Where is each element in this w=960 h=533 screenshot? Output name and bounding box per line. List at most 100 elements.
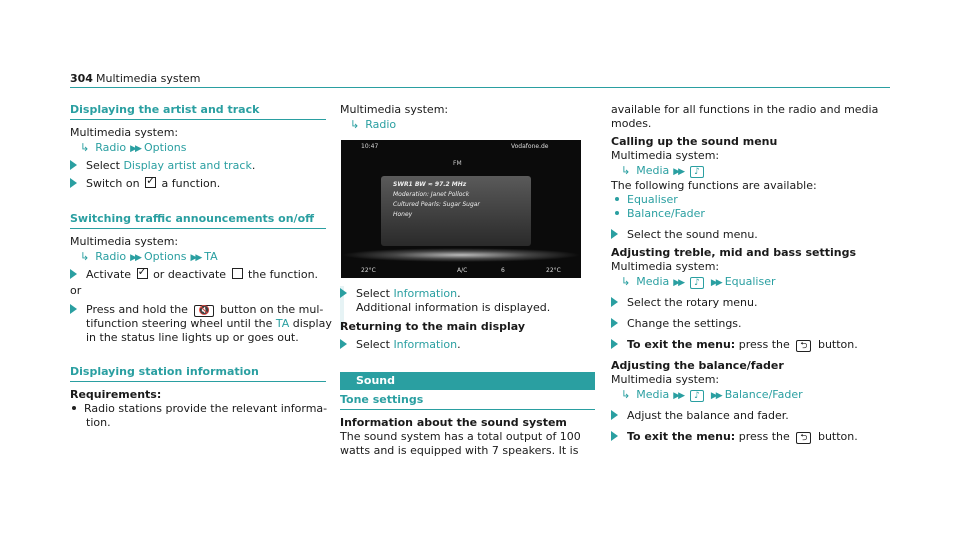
path-balance-fader[interactable]: Balance/Fader [724, 388, 803, 401]
step: Adjust the balance and fader. [611, 409, 789, 423]
step: Select the rotary menu. [611, 296, 758, 310]
step: To exit the menu: press the ⮌ button. [611, 338, 858, 352]
back-button-icon: ⮌ [796, 340, 812, 352]
step-arrow-icon [70, 304, 77, 314]
rule [340, 409, 595, 410]
step: Switch on a function. [70, 174, 220, 191]
heading-tone-settings: Tone settings [340, 393, 424, 406]
checkbox-checked-icon [145, 174, 157, 188]
rule [70, 228, 326, 229]
bullet-icon [72, 406, 76, 410]
step-arrow-icon [611, 297, 618, 307]
information-link[interactable]: Information [393, 338, 458, 351]
paragraph: watts and is equipped with 7 speakers. I… [340, 444, 579, 457]
list-item: Equaliser [615, 193, 678, 207]
menu-path-label: Multimedia system: [70, 235, 179, 248]
paragraph: The sound system has a total output of 1… [340, 430, 581, 443]
step-arrow-icon [611, 318, 618, 328]
step-arrow-icon [70, 269, 77, 279]
step-arrow-icon [340, 339, 347, 349]
step: Activate or deactivate the function. [70, 265, 318, 282]
step-cont: Additional information is displayed. [356, 301, 551, 314]
heading-artist-track: Displaying the artist and track [70, 103, 260, 116]
double-chevron-icon: ▶▶ [130, 253, 142, 263]
menu-path: ↳Media▶▶♪▶▶Equaliser [621, 275, 775, 290]
step-cont: tifunction steering wheel until the TA d… [86, 317, 332, 330]
heading-balance: Adjusting the balance/fader [611, 359, 784, 372]
step: To exit the menu: press the ⮌ button. [611, 430, 858, 444]
back-button-icon: ⮌ [796, 432, 812, 444]
path-hook-icon: ↳ [621, 275, 631, 288]
step-margin-bar [340, 286, 344, 330]
path-equaliser[interactable]: Equaliser [724, 275, 776, 288]
or-text: or [70, 284, 82, 297]
station-info-popup: SWR1 BW ≈ 97.2 MHz Moderation: Janet Pol… [381, 176, 531, 246]
step: Change the settings. [611, 317, 742, 331]
step-arrow-icon [611, 431, 618, 441]
path-options[interactable]: Options [143, 250, 187, 263]
rule [70, 381, 326, 382]
list-item: Balance/Fader [615, 207, 705, 221]
menu-path: ↳Media▶▶♪ [621, 164, 707, 179]
menu-path-label: Multimedia system: [340, 103, 449, 116]
menu-path: ↳Radio▶▶Options [80, 141, 186, 156]
step-arrow-icon [611, 339, 618, 349]
path-ta[interactable]: TA [204, 250, 218, 263]
path-options[interactable]: Options [143, 141, 187, 154]
step-arrow-icon [70, 178, 77, 188]
path-hook-icon: ↳ [80, 141, 90, 154]
menu-path: ↳Radio▶▶Options▶▶TA [80, 250, 218, 265]
step: Press and hold the 🔇 button on the mul- [70, 303, 323, 317]
menu-path-label: Multimedia system: [611, 373, 720, 386]
step-cont: in the status line lights up or goes out… [86, 331, 299, 344]
menu-path-label: Multimedia system: [611, 260, 720, 273]
paragraph: modes. [611, 117, 652, 130]
step-arrow-icon [611, 410, 618, 420]
step-arrow-icon [70, 160, 77, 170]
path-radio[interactable]: Radio [95, 250, 127, 263]
step-arrow-icon [611, 229, 618, 239]
double-chevron-icon: ▶▶ [673, 278, 685, 288]
path-hook-icon: ↳ [350, 118, 360, 131]
screen-climate-bar: 22°C A/C 6 22°C [361, 267, 561, 274]
step: Select Information. [340, 338, 461, 352]
screen-status-bar: 10:47 Vodafone.de [361, 143, 549, 150]
balance-fader-link[interactable]: Balance/Fader [627, 207, 705, 220]
requirement-item: Radio stations provide the relevant info… [72, 402, 327, 416]
double-chevron-icon: ▶▶ [190, 253, 202, 263]
menu-path: ↳Media▶▶♪▶▶Balance/Fader [621, 388, 803, 403]
path-hook-icon: ↳ [621, 388, 631, 401]
screen-band: FM [453, 160, 462, 167]
path-radio[interactable]: Radio [95, 141, 127, 154]
page-section: Multimedia system [96, 72, 201, 85]
rule [70, 119, 326, 120]
path-media[interactable]: Media [636, 164, 670, 177]
music-note-icon[interactable]: ♪ [690, 277, 704, 289]
equaliser-link[interactable]: Equaliser [627, 193, 678, 206]
path-radio[interactable]: Radio [365, 118, 397, 131]
menu-path-label: Multimedia system: [611, 149, 720, 162]
menu-path: ↳ Radio [350, 118, 396, 132]
ta-link[interactable]: TA [275, 317, 290, 330]
display-artist-track-link[interactable]: Display artist and track [123, 159, 252, 172]
double-chevron-icon: ▶▶ [710, 391, 723, 401]
checkbox-empty-icon [231, 268, 243, 279]
requirement-cont: tion. [86, 416, 111, 429]
path-media[interactable]: Media [636, 388, 670, 401]
music-note-icon[interactable]: ♪ [690, 390, 704, 402]
checkbox-checked-icon [136, 265, 148, 279]
music-note-icon[interactable]: ♪ [690, 166, 704, 178]
heading-station-info: Displaying station information [70, 365, 259, 378]
path-media[interactable]: Media [636, 275, 670, 288]
paragraph: The following functions are available: [611, 179, 817, 192]
head-unit-screenshot: 10:47 Vodafone.de FM SWR1 BW ≈ 97.2 MHz … [341, 140, 581, 278]
section-bar-sound: Sound [340, 372, 595, 390]
double-chevron-icon: ▶▶ [673, 167, 685, 177]
path-hook-icon: ↳ [80, 250, 90, 263]
step: Select Display artist and track. [70, 159, 255, 173]
information-link[interactable]: Information [393, 287, 458, 300]
double-chevron-icon: ▶▶ [673, 391, 685, 401]
bullet-icon [615, 211, 619, 215]
heading-sound-menu: Calling up the sound menu [611, 135, 778, 148]
menu-path-label: Multimedia system: [70, 126, 179, 139]
